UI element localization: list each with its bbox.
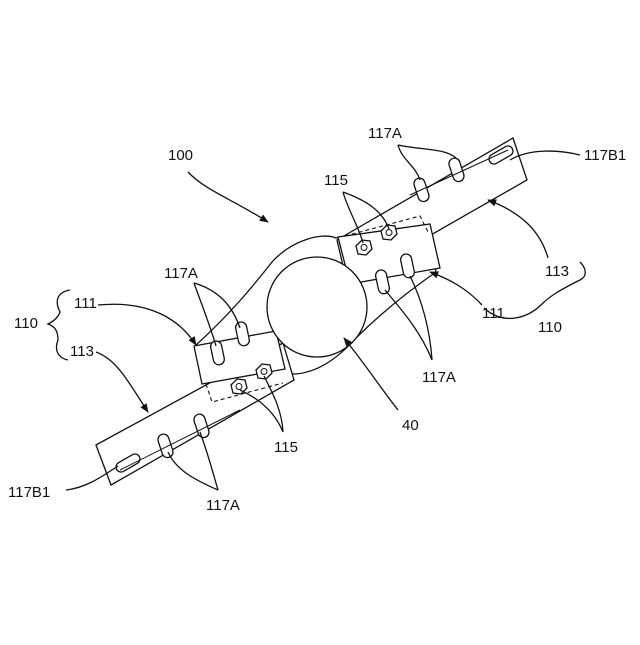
- label-110-right: 110: [538, 319, 562, 336]
- label-117A-bottom-rail: 117A: [206, 497, 240, 514]
- label-117A-top-rail: 117A: [368, 125, 402, 142]
- label-113-left: 113: [70, 343, 94, 360]
- label-117A-left-bracket: 117A: [164, 265, 198, 282]
- label-110-left: 110: [14, 315, 38, 332]
- label-113-right: 113: [545, 263, 569, 280]
- label-40: 40: [402, 417, 419, 434]
- label-111-right: 111: [482, 305, 505, 322]
- label-111-left: 111: [74, 295, 97, 312]
- label-100: 100: [168, 147, 193, 164]
- label-117A-right-bracket: 117A: [422, 369, 456, 386]
- center-hole: [267, 257, 367, 357]
- label-117B1-left: 117B1: [8, 484, 50, 501]
- label-115-bottom: 115: [274, 439, 298, 456]
- label-115-top: 115: [324, 172, 348, 189]
- label-117B1-right: 117B1: [584, 147, 626, 164]
